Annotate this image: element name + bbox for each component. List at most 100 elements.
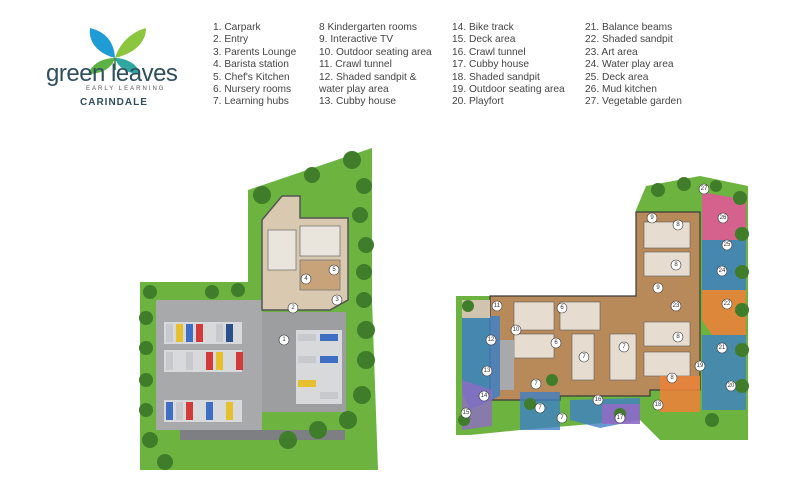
legend-item: 26. Mud kitchen [585, 84, 657, 96]
map-marker[interactable]: 17 [614, 412, 626, 424]
driveway [180, 430, 345, 440]
map-marker[interactable]: 5 [328, 264, 340, 276]
legend-column-4: 21. Balance beams 22. Shaded sandpit 23.… [585, 22, 682, 109]
map-marker[interactable]: 8 [672, 219, 684, 231]
trees [458, 177, 749, 427]
legend-item: 12. Shaded sandpit & [319, 71, 417, 83]
svg-text:13: 13 [484, 368, 491, 374]
legend-column-2: 8 Kindergarten rooms 9. Interactive TV 1… [319, 22, 432, 109]
svg-text:15: 15 [463, 410, 470, 416]
brand-tagline: EARLY LEARNING [86, 86, 166, 92]
balance-area [702, 335, 746, 410]
svg-text:12: 12 [488, 337, 495, 343]
legend-item: 22. Shaded sandpit [585, 34, 673, 46]
map-marker[interactable]: 7 [578, 351, 590, 363]
svg-text:19: 19 [697, 363, 704, 369]
svg-text:7: 7 [538, 405, 542, 411]
trees [139, 151, 375, 470]
rooms [513, 221, 691, 381]
map-marker[interactable]: 2 [287, 302, 299, 314]
map-marker[interactable]: 9 [652, 282, 664, 294]
legend-item: 17. Cubby house [452, 59, 530, 71]
map-marker[interactable]: 20 [725, 380, 737, 392]
map-marker[interactable]: 16 [592, 394, 604, 406]
svg-text:9: 9 [650, 215, 654, 221]
svg-text:8: 8 [676, 222, 680, 228]
svg-text:25: 25 [724, 242, 731, 248]
svg-text:21: 21 [719, 345, 726, 351]
svg-text:27: 27 [701, 186, 708, 192]
legend-item: 6. Nursery rooms [213, 84, 292, 96]
water-play-area [702, 240, 746, 290]
svg-text:14: 14 [481, 393, 488, 399]
map-marker[interactable]: 6 [550, 337, 562, 349]
map-marker[interactable]: 24 [716, 265, 728, 277]
map-marker[interactable]: 7 [530, 378, 542, 390]
map-marker[interactable]: 21 [716, 342, 728, 354]
legend-item: 5. Chef's Kitchen [213, 71, 290, 83]
legend-item: 8 Kindergarten rooms [319, 22, 417, 33]
svg-text:18: 18 [655, 402, 662, 408]
svg-text:7: 7 [622, 344, 626, 350]
legend-item: 27. Vegetable garden [585, 96, 682, 108]
svg-text:1: 1 [282, 337, 286, 343]
legend-item: 3. Parents Lounge [213, 46, 297, 58]
svg-text:7: 7 [582, 354, 586, 360]
legend-item: 1. Carpark [213, 22, 261, 33]
map-marker[interactable]: 22 [721, 298, 733, 310]
map-marker[interactable]: 18 [652, 399, 664, 411]
map-marker[interactable]: 10 [510, 324, 522, 336]
map-marker[interactable]: 8 [666, 372, 678, 384]
map-marker[interactable]: 11 [491, 300, 503, 312]
svg-text:8: 8 [670, 375, 674, 381]
map-marker[interactable]: 26 [717, 212, 729, 224]
map-marker[interactable]: 4 [300, 273, 312, 285]
svg-text:22: 22 [724, 301, 731, 307]
legend-item: 20. Playfort [452, 96, 504, 108]
map-marker[interactable]: 23 [670, 300, 682, 312]
map-marker[interactable]: 8 [672, 331, 684, 343]
map-marker[interactable]: 13 [481, 365, 493, 377]
crawl-path [500, 340, 514, 390]
legend-column-1: 1. Carpark 2. Entry 3. Parents Lounge 4.… [213, 22, 296, 109]
brand-name: green leaves [46, 60, 178, 87]
svg-text:4: 4 [304, 276, 308, 282]
legend-item: 10. Outdoor seating area [319, 46, 432, 58]
legend-item: 16. Crawl tunnel [452, 46, 526, 58]
map-marker[interactable]: 7 [618, 341, 630, 353]
map-marker[interactable]: 25 [721, 239, 733, 251]
svg-text:17: 17 [617, 415, 624, 421]
legend-item: 9. Interactive TV [319, 34, 393, 46]
map-marker[interactable]: 9 [646, 212, 658, 224]
legend-item: 11. Crawl tunnel [319, 59, 392, 71]
map-marker[interactable]: 7 [556, 412, 568, 424]
map-marker[interactable]: 14 [478, 390, 490, 402]
svg-text:10: 10 [513, 327, 520, 333]
svg-text:8: 8 [676, 334, 680, 340]
svg-text:24: 24 [719, 268, 726, 274]
map-marker[interactable]: 7 [534, 402, 546, 414]
map-marker[interactable]: 15 [460, 407, 472, 419]
legend-item: 14. Bike track [452, 22, 514, 33]
map-marker[interactable]: 27 [698, 183, 710, 195]
map-marker[interactable]: 12 [485, 334, 497, 346]
svg-text:2: 2 [291, 305, 295, 311]
map-marker[interactable]: 3 [331, 294, 343, 306]
parked-cars [166, 324, 338, 420]
map-marker[interactable]: 1 [278, 334, 290, 346]
svg-text:16: 16 [595, 397, 602, 403]
legend-item: 24. Water play area [585, 59, 674, 71]
map-marker[interactable]: 8 [670, 259, 682, 271]
right-site-plan: 6 6 7 7 7 7 7 8 8 8 8 9 9 10 11 12 13 14… [456, 176, 749, 440]
svg-text:11: 11 [494, 303, 501, 309]
location-name: CARINDALE [80, 97, 148, 108]
svg-text:20: 20 [728, 383, 735, 389]
map-marker[interactable]: 6 [556, 302, 568, 314]
legend-item: water play area [319, 84, 389, 96]
outdoor-seating-area [660, 376, 700, 412]
svg-text:5: 5 [332, 267, 336, 273]
svg-text:6: 6 [554, 340, 558, 346]
kitchen-room [299, 225, 341, 257]
legend-item: 15. Deck area [452, 34, 516, 46]
map-marker[interactable]: 19 [694, 360, 706, 372]
